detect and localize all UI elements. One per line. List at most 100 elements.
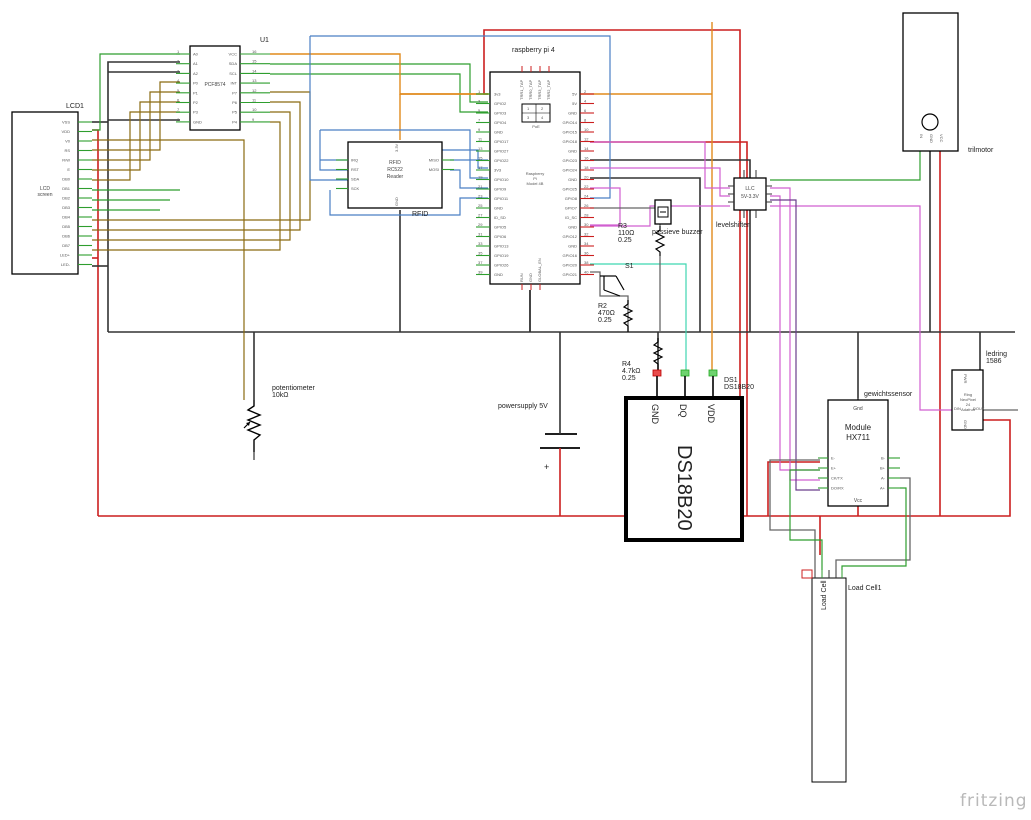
pin-label: DB6 — [62, 234, 71, 239]
pin: 5V 2 — [572, 89, 594, 97]
pin-number: 5 — [478, 108, 481, 113]
svg-text:gewichtssensor: gewichtssensor — [864, 391, 913, 398]
power-supply: powersupply 5V + — [498, 403, 580, 476]
pin-number: 36 — [584, 251, 589, 256]
pin: DB4 — [62, 215, 92, 220]
pin-label: TRR2_TAP — [546, 80, 551, 100]
pin-number: 1 — [478, 89, 481, 94]
pin: P04 — [176, 78, 199, 86]
pin-number: 21 — [478, 184, 483, 189]
pin-label: GPIO25 — [563, 187, 578, 192]
wires — [92, 22, 1018, 570]
svg-text:PWR: PWR — [963, 374, 968, 383]
pin-label: DB4 — [62, 215, 71, 220]
pin-number: 25 — [478, 203, 483, 208]
pin-label: E — [67, 167, 70, 172]
svg-text:S1: S1 — [625, 263, 634, 270]
svg-text:110Ω: 110Ω — [618, 230, 634, 237]
svg-text:Ring: Ring — [964, 392, 972, 397]
pin: DB5 — [62, 224, 92, 229]
pin-label: 3.3V — [394, 143, 399, 152]
svg-text:470Ω: 470Ω — [598, 310, 615, 317]
pin: RS — [64, 148, 92, 153]
pin-number: 22 — [584, 184, 589, 189]
pin: V0 — [65, 139, 92, 144]
pin-number: 19 — [478, 175, 483, 180]
pin-label: A2 — [193, 71, 199, 76]
hx711-module: gewichtssensor Gnd Module HX711 Vcc E-E+… — [818, 391, 913, 507]
pin: DB1 — [62, 186, 92, 191]
pin-label: ID_SC — [565, 215, 577, 220]
svg-text:ledring: ledring — [986, 351, 1007, 358]
svg-text:PoE: PoE — [532, 124, 540, 129]
pin-label: 5V — [572, 101, 577, 106]
pin-label: 5V — [572, 92, 577, 97]
pin-number: 17 — [478, 165, 483, 170]
pin: SCK — [336, 186, 360, 191]
pin: CK/TX — [818, 476, 843, 481]
rpi-ref: raspberry pi 4 — [512, 47, 555, 54]
resistor-r4: R4 4.7kΩ 0.25 — [622, 338, 664, 382]
llc-ref: levelshifter — [716, 222, 750, 229]
pin-number: 14 — [584, 146, 589, 151]
svg-text:2: 2 — [541, 106, 544, 111]
pin-number: 33 — [478, 241, 483, 246]
svg-text:Pi: Pi — [533, 176, 537, 181]
pin: R/W — [62, 158, 92, 163]
svg-text:Vcc: Vcc — [854, 498, 863, 504]
pin-label: GPIO12 — [563, 234, 578, 239]
pin-label: DB0 — [62, 177, 71, 182]
pin-label: GND — [494, 130, 503, 135]
svg-text:RFID: RFID — [389, 160, 401, 166]
level-shifter: LLC 5V-3.3V levelshifter — [716, 170, 772, 229]
pin-label: GPIO26 — [494, 263, 509, 268]
pin-number: 3 — [177, 68, 180, 73]
pin-label: A- — [881, 476, 886, 481]
svg-text:powersupply 5V: powersupply 5V — [498, 403, 548, 410]
pin-label: GPIO8 — [565, 196, 578, 201]
svg-text:PCF8574: PCF8574 — [204, 82, 225, 88]
pin-label: SCK — [351, 186, 360, 191]
svg-text:GND: GND — [650, 404, 660, 425]
pin-label: GND — [568, 225, 577, 230]
pin: E+ — [818, 466, 837, 471]
pin-label: IRQ — [351, 158, 358, 163]
ds18b20-sensor: GND DQ VDD DS18B20 DS1 DS18B20 — [624, 369, 754, 542]
pin-number: 2 — [584, 89, 587, 94]
pin: MISO — [429, 158, 454, 163]
pin-number: 20 — [584, 175, 589, 180]
pin: VSS — [62, 120, 92, 125]
pin-label: MOSI — [429, 167, 439, 172]
pin-label: P2 — [193, 100, 199, 105]
pin-number: 24 — [584, 194, 589, 199]
pin-label: GND — [494, 272, 503, 277]
pin-label: GPIO20 — [563, 263, 578, 268]
pin: DB7 — [62, 243, 92, 248]
pin-label: RST — [351, 167, 360, 172]
pin-number: 11 — [252, 98, 257, 103]
pin-number: 10 — [252, 107, 257, 112]
pin-label: DB5 — [62, 224, 71, 229]
pin: IRQ — [336, 158, 358, 163]
pin-label: SDA — [229, 61, 238, 66]
pin-number: 7 — [478, 118, 481, 123]
pin-number: 15 — [252, 59, 257, 64]
pin-label: GPIO18 — [563, 139, 578, 144]
svg-text:R2: R2 — [598, 303, 607, 310]
pin-number: 13 — [252, 78, 257, 83]
pin-label: GPIO6 — [494, 234, 507, 239]
